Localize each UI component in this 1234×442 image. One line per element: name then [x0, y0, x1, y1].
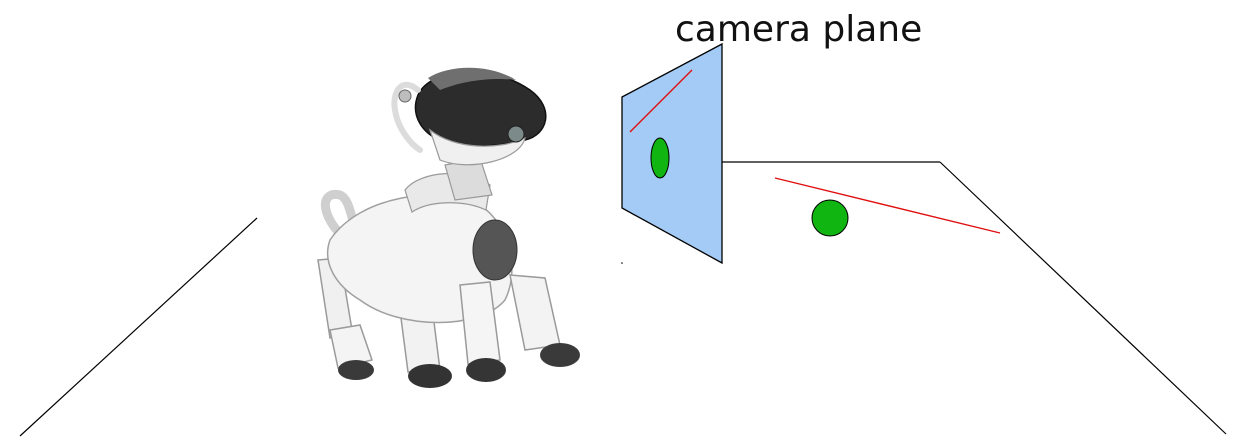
world-ball	[811, 199, 849, 237]
field-right-edge	[939, 161, 1227, 435]
world-red-line	[774, 177, 1001, 234]
camera-plane	[621, 42, 723, 265]
robot-dog-icon	[317, 67, 580, 388]
projected-ball	[650, 137, 670, 179]
floor-left-edge	[19, 217, 258, 437]
marker-dot	[621, 262, 623, 264]
camera-plane-label: camera plane	[675, 9, 922, 50]
projected-red-line	[629, 69, 693, 133]
